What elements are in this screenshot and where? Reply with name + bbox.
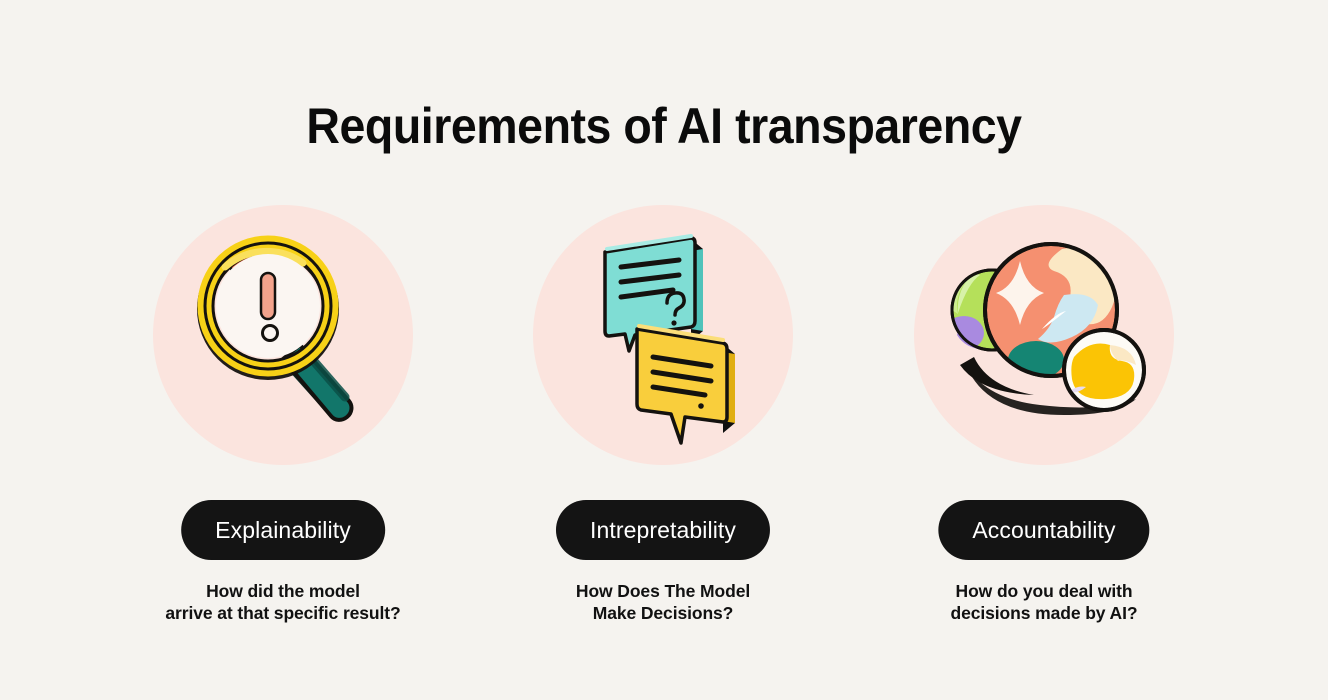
pill-intrepretability[interactable]: Intrepretability [555,500,771,560]
planets-spheres-icon [950,242,1146,415]
pill-accountability[interactable]: Accountability [938,500,1150,560]
icon-circle-accountability [914,205,1174,465]
speech-bubbles-icon [603,234,735,445]
column-intrepretability: Intrepretability How Does The Model Make… [473,205,853,645]
caption-accountability: How do you deal with decisions made by A… [950,581,1138,623]
caption-intrepretability: How Does The Model Make Decisions? [575,581,751,623]
column-accountability: Accountability How do you deal with deci… [854,205,1234,645]
caption-explainability: How did the model arrive at that specifi… [165,581,401,623]
icon-circle-intrepretability [533,205,793,465]
pill-explainability[interactable]: Explainability [181,500,385,560]
magnifying-glass-exclamation-icon [197,235,354,422]
columns-container: Explainability How did the model arrive … [0,205,1328,645]
icon-circle-explainability [153,205,413,465]
page-title: Requirements of AI transparency [306,97,1022,154]
column-explainability: Explainability How did the model arrive … [93,205,473,645]
